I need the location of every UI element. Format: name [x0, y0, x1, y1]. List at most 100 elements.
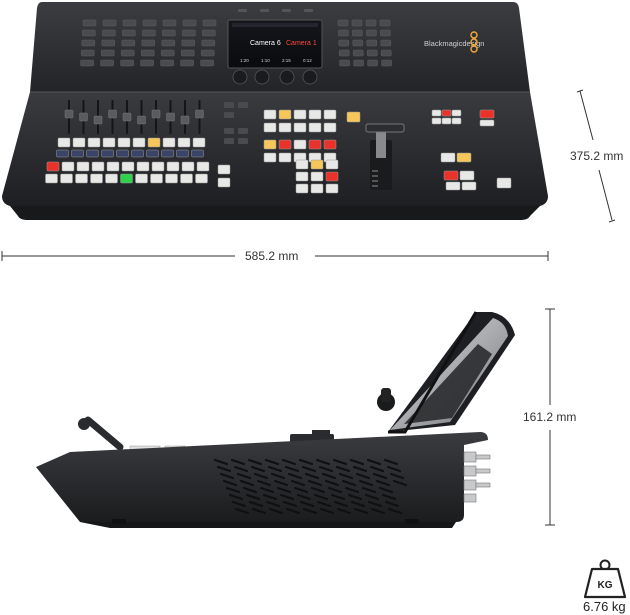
vent-slot	[222, 479, 238, 487]
rear-left-keypad	[80, 19, 217, 67]
transition-key	[323, 139, 337, 150]
bus-key	[60, 173, 73, 184]
transition-key	[323, 122, 337, 133]
width-dimension-line	[1, 251, 549, 261]
vent-slot	[259, 486, 275, 494]
lcd-time: 2:15	[282, 58, 291, 63]
vent-slot	[253, 472, 269, 480]
bus-key	[166, 161, 180, 172]
transition-key	[278, 122, 292, 133]
rear-key	[224, 102, 234, 108]
transition-key	[278, 152, 292, 163]
rear-key	[180, 49, 195, 57]
lcd-program-label: Camera 1	[286, 40, 317, 47]
vent-slot	[250, 465, 266, 473]
transition-key	[293, 139, 307, 150]
vent-slot	[319, 507, 335, 515]
rear-key	[202, 29, 216, 37]
rear-key	[353, 59, 364, 67]
vent-slot	[310, 486, 326, 494]
rear-key	[337, 19, 349, 27]
vent-slot	[333, 500, 349, 508]
vent-slot	[230, 458, 246, 466]
rear-key	[238, 138, 248, 144]
right-key	[461, 181, 477, 191]
lcd-knobs	[232, 69, 318, 85]
rear-connectors	[463, 451, 491, 503]
vent-slot	[284, 465, 300, 473]
vent-slot	[384, 500, 400, 508]
vent-slot	[242, 486, 258, 494]
transition-key	[263, 109, 277, 120]
rear-key	[366, 29, 377, 37]
vent-slot	[285, 507, 301, 515]
bus-key	[161, 149, 174, 158]
transition-keys	[263, 109, 361, 194]
bus-key	[217, 177, 231, 188]
vent-slot	[332, 458, 348, 466]
vent-slot	[353, 507, 369, 515]
fader-knob	[64, 109, 74, 119]
right-key	[479, 119, 495, 127]
bus-key	[71, 149, 84, 158]
bus-key	[102, 137, 116, 148]
fader-knob	[166, 112, 175, 122]
rear-right-keypad	[337, 19, 392, 67]
bus-key	[162, 137, 176, 148]
vent-slot	[302, 507, 318, 515]
rear-key	[338, 49, 350, 57]
rear-key	[140, 49, 155, 57]
vent-slot	[313, 493, 329, 501]
bus-key	[132, 137, 146, 148]
lcd-time: 0:12	[303, 58, 312, 63]
vent-slot	[228, 493, 244, 501]
rear-key	[352, 39, 364, 47]
bus-key	[121, 161, 135, 172]
rear-key	[101, 39, 116, 47]
vent-slot	[219, 472, 235, 480]
transition-key	[293, 109, 307, 120]
vent-slot	[378, 486, 394, 494]
vent-slot	[282, 500, 298, 508]
rear-key	[160, 59, 174, 67]
rear-key	[120, 49, 135, 57]
vent-slot	[387, 507, 403, 515]
rear-key	[122, 29, 136, 37]
vent-slot	[381, 493, 397, 501]
bus-key	[217, 164, 231, 175]
rear-key	[367, 59, 378, 67]
transition-key	[325, 171, 339, 182]
rear-key	[160, 49, 175, 57]
vent-slot	[307, 479, 323, 487]
vent-slot	[321, 472, 337, 480]
fader-knob	[79, 112, 88, 122]
vent-slot	[358, 479, 374, 487]
rear-key	[352, 29, 363, 37]
vent-slot	[287, 472, 303, 480]
transition-key	[293, 122, 307, 133]
right-key-cluster	[431, 109, 512, 191]
fader-knob	[180, 115, 190, 125]
vent-slot	[369, 465, 385, 473]
right-key	[440, 152, 456, 163]
bus-key	[135, 173, 148, 184]
transition-key	[295, 183, 309, 194]
fader-knob	[122, 112, 132, 122]
bus-key	[117, 137, 131, 148]
vent-slot	[276, 486, 292, 494]
right-key	[441, 117, 452, 125]
bus-key	[116, 149, 129, 158]
lcd-time: 1:10	[261, 58, 270, 63]
lcd-times: 1:20 1:10 2:15 0:12	[240, 58, 312, 63]
height-dimension-line	[545, 308, 555, 526]
vent-slot	[265, 500, 281, 508]
vent-slot	[304, 472, 320, 480]
lcd-screen: Camera 6 Camera 1 1:20 1:10 2:15 0:12	[227, 19, 323, 69]
vent-slot	[279, 493, 295, 501]
vent-slot	[324, 479, 340, 487]
weight-icon-label: KG	[598, 580, 613, 591]
vent-slot	[372, 472, 388, 480]
vent-slot	[268, 507, 284, 515]
bus-key	[147, 137, 161, 148]
